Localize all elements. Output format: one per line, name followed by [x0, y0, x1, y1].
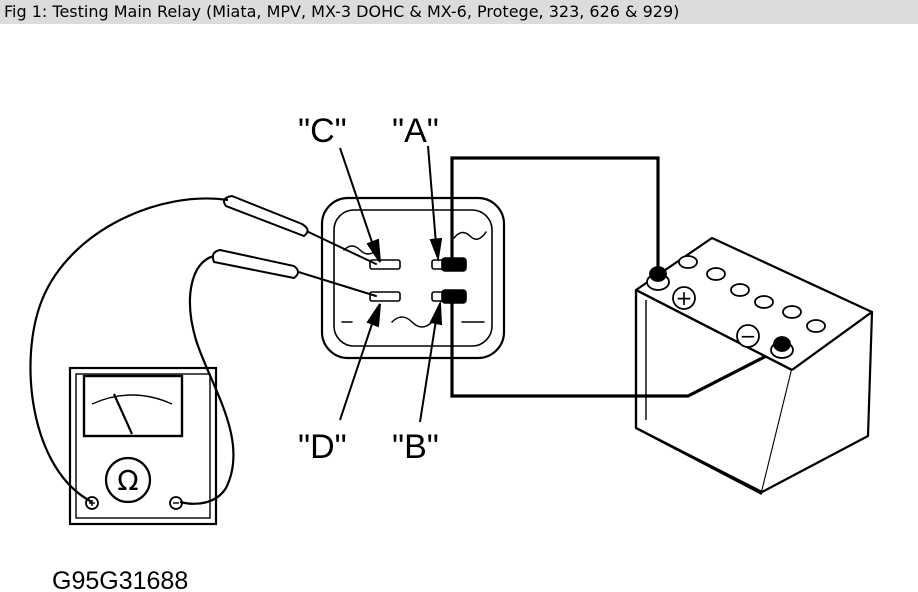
battery-negative-symbol: − — [740, 324, 757, 348]
lead-lower — [179, 254, 235, 505]
test-probes — [211, 194, 377, 297]
probe-leads — [29, 197, 235, 505]
label-d: "D" — [298, 428, 347, 466]
battery-negative-marker — [736, 324, 760, 348]
arrow-b-head — [429, 300, 443, 326]
relay-housing-inner — [333, 209, 493, 347]
battery-cap-6 — [806, 319, 826, 333]
wire-b-to-battery-negative — [450, 295, 783, 398]
ohmmeter-display — [82, 374, 184, 438]
wire-a-to-battery-positive — [450, 156, 660, 272]
battery-terminal-positive-clip — [649, 266, 667, 282]
battery — [634, 236, 874, 495]
battery-terminal-negative-clip — [773, 336, 791, 352]
ohmmeter-needle — [112, 393, 134, 435]
battery-cap-2 — [706, 267, 726, 281]
ohmmeter-dial — [104, 456, 152, 504]
terminal-d — [369, 291, 401, 302]
jumper-wires — [450, 156, 783, 398]
battery-cap-1 — [678, 255, 698, 269]
label-c: "C" — [298, 112, 347, 150]
arrow-c-shaft — [339, 147, 375, 249]
arrow-d-head — [366, 303, 381, 328]
battery-cap-5 — [782, 305, 802, 319]
ohm-symbol: Ω — [117, 464, 138, 497]
terminal-c — [369, 259, 401, 270]
battery-caps — [678, 255, 826, 333]
ohmmeter-jack-positive — [85, 496, 99, 510]
probe-handle-lower — [211, 248, 299, 280]
arrow-b-shaft — [419, 319, 437, 423]
battery-cap-4 — [754, 295, 774, 309]
battery-terminals — [646, 266, 794, 359]
relay-mark-top — [343, 245, 377, 255]
probe-tip-upper — [299, 227, 377, 265]
relay-mark-bottom — [391, 316, 433, 328]
arrow-d-shaft — [339, 317, 375, 421]
ohmmeter-body-outer — [68, 366, 218, 526]
relay-mark-top-right — [453, 231, 487, 240]
probe-handle-upper — [223, 194, 309, 238]
battery-cap-3 — [730, 283, 750, 297]
arrow-a-head — [429, 237, 443, 262]
battery-positive-marker — [672, 286, 696, 310]
callout-arrows — [339, 145, 443, 423]
relay-housing-outer — [320, 196, 506, 360]
figure-caption: Fig 1: Testing Main Relay (Miata, MPV, M… — [0, 0, 918, 24]
lead-upper — [29, 197, 229, 503]
ohmmeter — [68, 366, 218, 526]
battery-front-face — [761, 310, 874, 493]
ohmmeter-jack-negative — [169, 496, 183, 510]
ohmmeter-scale-arc — [91, 394, 173, 405]
probe-tip-lower — [291, 269, 377, 297]
main-relay — [320, 196, 506, 360]
arrow-a-shaft — [427, 145, 437, 245]
figure-code: G95G31688 — [52, 567, 188, 592]
arrow-c-head — [366, 238, 381, 263]
label-b: "B" — [392, 428, 439, 466]
battery-positive-symbol: + — [676, 286, 693, 310]
label-a: "A" — [392, 112, 439, 150]
ohmmeter-body-inner — [75, 373, 211, 519]
battery-left-face-outline — [634, 290, 763, 495]
